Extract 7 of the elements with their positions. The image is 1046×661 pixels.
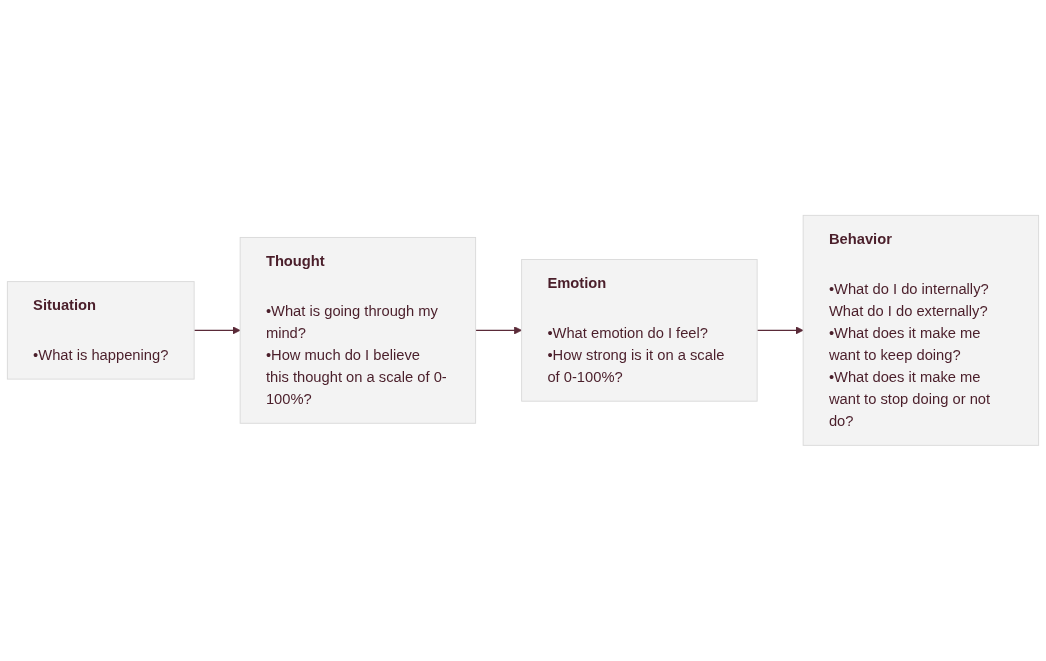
node-box: Behavior •What do I do internally? What do I do externally? •What does it make me want to keep doing? •What does it make me want to stop doing or not do? [802, 215, 1040, 446]
arrow [193, 326, 241, 335]
node-box: Situation •What is happening? [6, 281, 195, 380]
node-box: Emotion •What emotion do I feel? •How strong is it on a scale of 0-100%? [521, 259, 758, 402]
arrow [756, 326, 804, 335]
arrow [474, 326, 522, 335]
node-box: Thought •What is going through my mind? •How much do I believe this thought on a scale of 0-100%? [239, 237, 477, 424]
